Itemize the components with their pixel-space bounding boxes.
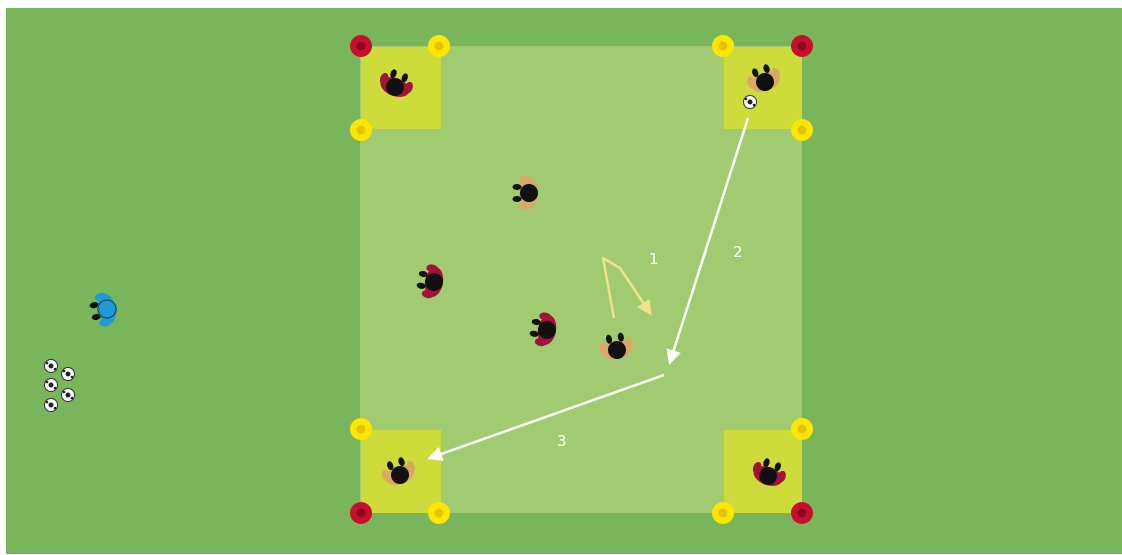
cone-icon xyxy=(350,119,372,141)
soccer-ball-icon xyxy=(62,389,75,402)
cone-icon xyxy=(712,35,734,57)
step-label-3: 3 xyxy=(557,432,567,450)
cone-icon xyxy=(350,418,372,440)
cone-icon xyxy=(350,35,372,57)
cone-icon xyxy=(791,418,813,440)
step-label-1: 1 xyxy=(649,250,659,268)
soccer-ball-icon xyxy=(45,379,58,392)
soccer-ball-icon xyxy=(45,399,58,412)
cone-icon xyxy=(791,35,813,57)
soccer-ball-icon xyxy=(744,96,757,109)
cone-icon xyxy=(791,502,813,524)
step-label-2: 2 xyxy=(733,243,743,261)
cone-icon xyxy=(791,119,813,141)
soccer-ball-icon xyxy=(45,360,58,373)
cone-icon xyxy=(428,502,450,524)
soccer-ball-icon xyxy=(62,368,75,381)
cone-icon xyxy=(350,502,372,524)
cone-icon xyxy=(712,502,734,524)
cone-icon xyxy=(428,35,450,57)
